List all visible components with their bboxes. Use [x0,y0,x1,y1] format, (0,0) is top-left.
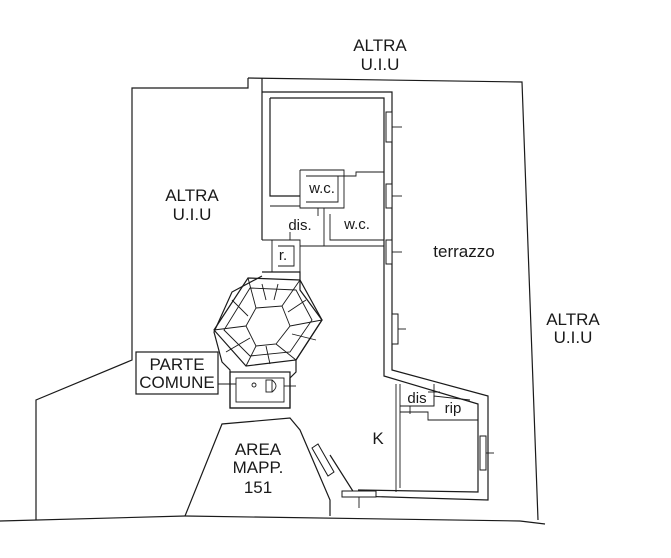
window-5 [479,435,487,471]
landing [218,371,296,409]
window-7 [341,490,377,498]
site-boundary [0,77,546,525]
label-parte: PARTE [149,355,204,374]
label-dis-upper: dis. [288,217,311,234]
label-r: r. [279,247,287,264]
staircase [213,277,323,367]
parte-comune-box [135,351,219,395]
label-k: K [372,429,384,448]
label-altra-uiu-left-2: U.I.U [173,205,212,224]
label-altra-uiu-right-2: U.I.U [554,328,593,347]
label-area: AREA [235,440,282,459]
label-altra-uiu-right-1: ALTRA [546,310,600,329]
windows [311,111,494,508]
label-wc-lower: w.c. [343,216,370,233]
window-2 [385,183,393,209]
window-3 [385,239,393,265]
label-mapp: MAPP. [233,458,284,477]
window-4 [391,313,399,345]
label-151: 151 [244,478,272,497]
window-6 [311,443,335,477]
label-altra-uiu-top-2: U.I.U [361,55,400,74]
label-altra-uiu-top-1: ALTRA [353,36,407,55]
label-altra-uiu-left-1: ALTRA [165,186,219,205]
label-rip: rip [445,400,462,417]
label-wc-upper: w.c. [308,180,335,197]
label-dis-lower: dis [407,390,426,407]
apartment-walls [184,91,489,517]
door-marks [289,208,440,414]
label-comune: COMUNE [139,373,215,392]
window-1 [385,111,393,143]
label-terrazzo: terrazzo [433,242,494,261]
